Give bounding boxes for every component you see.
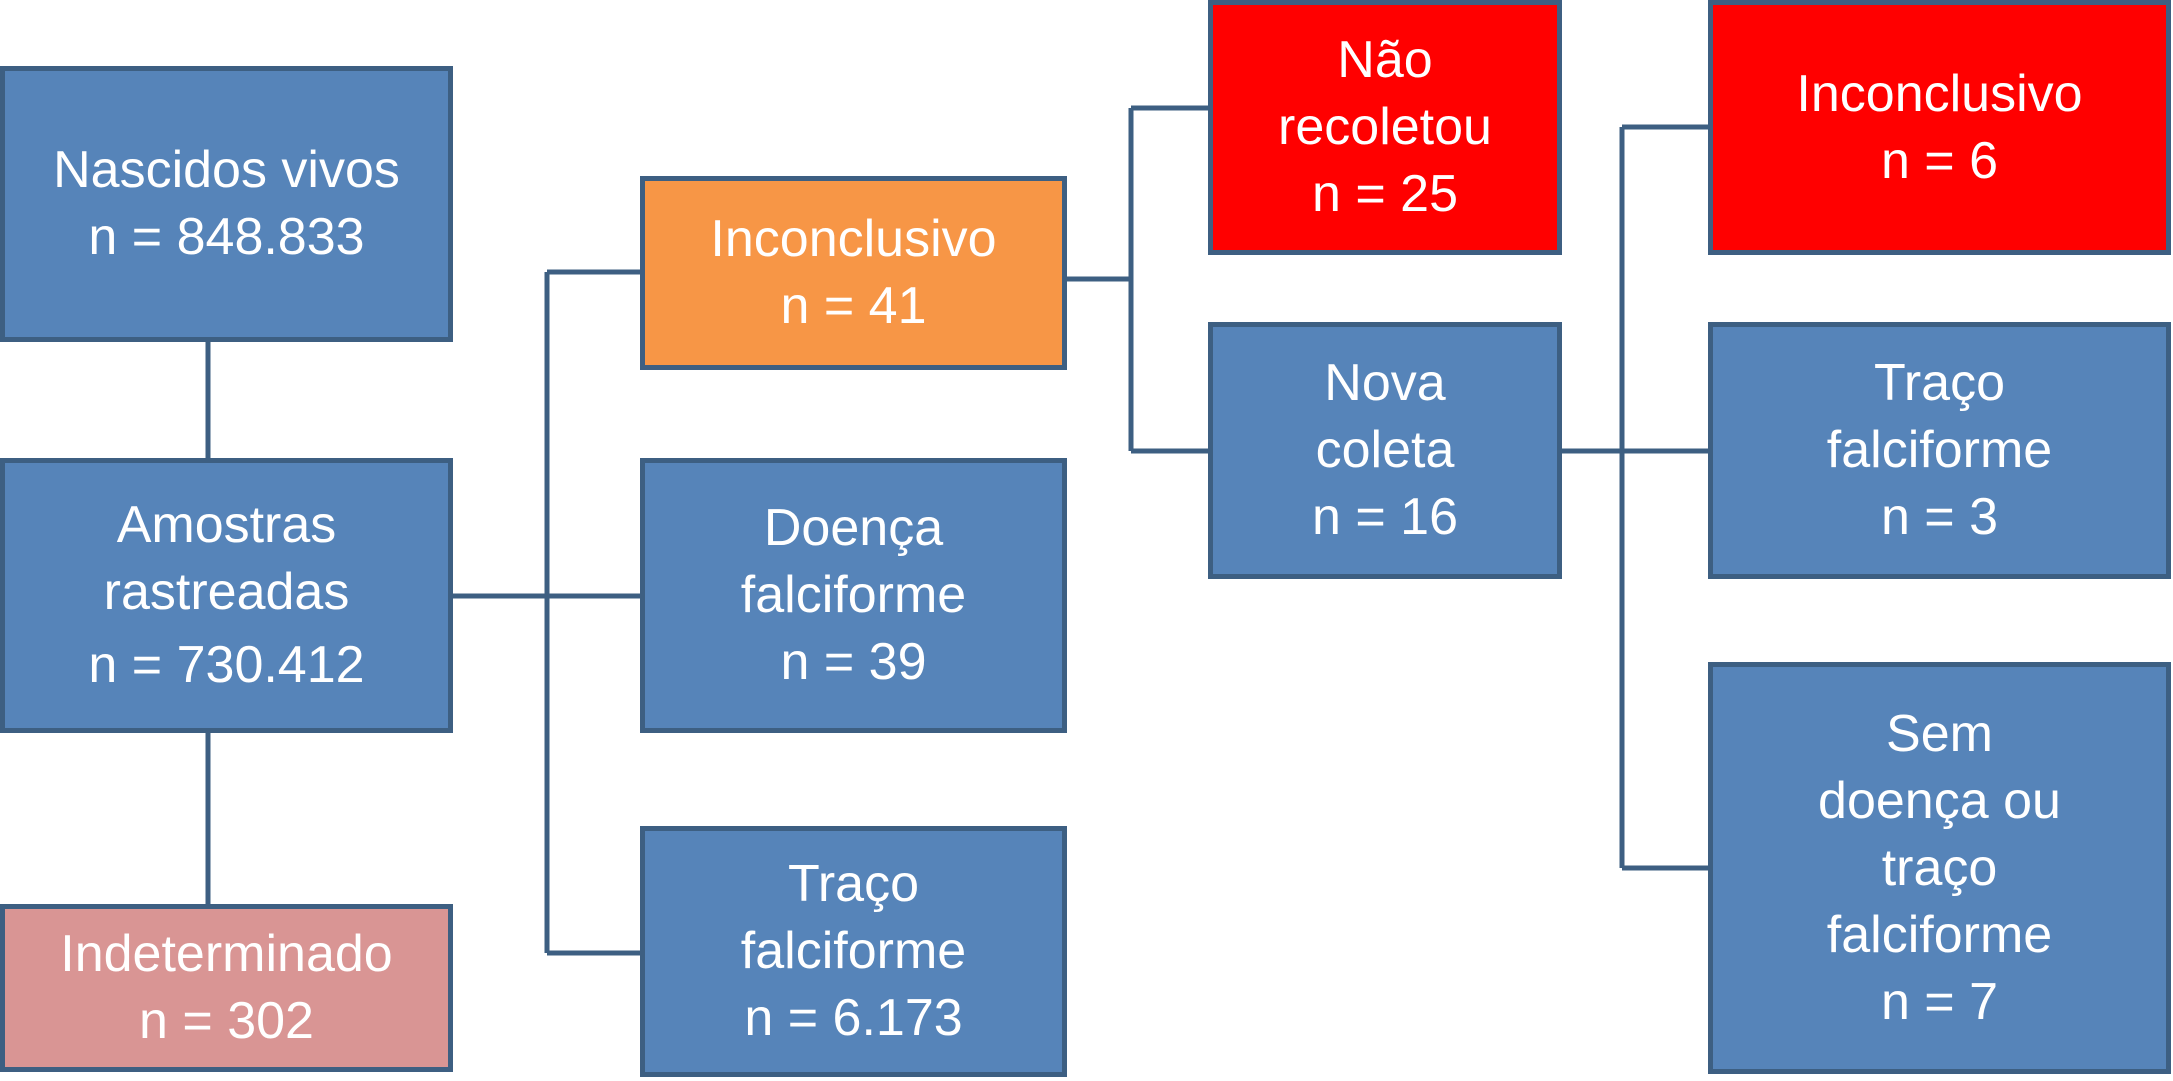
- box-amostras-rastreadas: Amostras rastreadas n = 730.412: [0, 458, 453, 733]
- box-inconclusivo-6: Inconclusivo n = 6: [1708, 0, 2171, 255]
- box-text: Não: [1337, 31, 1433, 89]
- box-count: n = 6.173: [744, 989, 963, 1047]
- box-text: falciforme: [740, 922, 967, 980]
- box-text: recoletou: [1278, 98, 1492, 156]
- box-count: n = 302: [139, 992, 314, 1050]
- box-doenca-falciforme: Doença falciforme n = 39: [640, 458, 1067, 733]
- box-count: n = 16: [1311, 488, 1459, 546]
- box-text: falciforme: [1826, 905, 2053, 964]
- box-count: n = 6: [1880, 131, 1999, 190]
- box-text: Indeterminado: [60, 925, 393, 983]
- box-text: coleta: [1315, 421, 1455, 479]
- box-text: traço: [1881, 838, 1998, 897]
- box-text: Amostras: [116, 496, 337, 554]
- box-text: Inconclusivo: [1796, 64, 2083, 123]
- box-text: Sem: [1886, 704, 1993, 763]
- box-count: n = 7: [1880, 972, 1999, 1031]
- box-count: n = 730.412: [88, 636, 365, 694]
- box-count: n = 41: [780, 277, 927, 335]
- box-traco-falciforme-6173: Traço falciforme n = 6.173: [640, 826, 1067, 1077]
- box-count: n = 848.833: [88, 208, 365, 266]
- box-count: n = 3: [1880, 488, 1999, 546]
- box-count: n = 39: [780, 633, 927, 691]
- box-traco-falciforme-3: Traço falciforme n = 3: [1708, 322, 2171, 579]
- box-text: falciforme: [1826, 421, 2053, 479]
- box-nova-coleta: Nova coleta n = 16: [1208, 322, 1562, 579]
- box-text: rastreadas: [103, 563, 350, 621]
- box-nao-recoletou: Não recoletou n = 25: [1208, 0, 1562, 255]
- box-text: Doença: [763, 499, 944, 557]
- box-count: n = 25: [1311, 165, 1459, 223]
- box-inconclusivo-41: Inconclusivo n = 41: [640, 176, 1067, 370]
- box-text: Traço: [1874, 354, 2005, 412]
- box-nascidos-vivos: Nascidos vivos n = 848.833: [0, 66, 453, 342]
- box-text: Inconclusivo: [710, 210, 997, 268]
- box-text: doença ou: [1818, 771, 2061, 830]
- box-text: Nascidos vivos: [53, 141, 400, 199]
- box-sem-doenca-ou-traco: Sem doença ou traço falciforme n = 7: [1708, 662, 2171, 1074]
- box-text: Traço: [788, 855, 919, 913]
- box-text: falciforme: [740, 566, 967, 624]
- box-indeterminado: Indeterminado n = 302: [0, 904, 453, 1072]
- box-text: Nova: [1324, 354, 1446, 412]
